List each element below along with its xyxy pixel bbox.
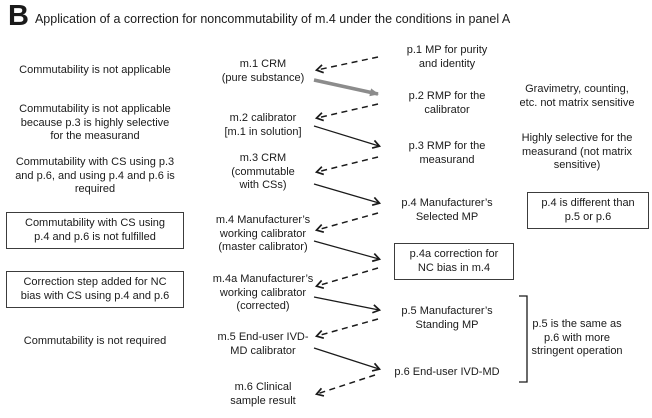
node-m5: m.5 End-user IVD- MD calibrator bbox=[217, 331, 309, 357]
left-note-commutability-not-fulfilled: Commutability with CS using p.4 and p.6 … bbox=[6, 212, 184, 250]
node-m3: m.3 CRM (commutable with CSs) bbox=[231, 152, 295, 192]
node-p6: p.6 End-user IVD-MD bbox=[394, 366, 500, 378]
node-p3: p.3 RMP for the measurand bbox=[408, 140, 486, 166]
node-p1: p.1 MP for purity and identity bbox=[406, 44, 488, 70]
panel-letter: B bbox=[8, 0, 29, 32]
node-p2: p.2 RMP for the calibrator bbox=[408, 90, 486, 116]
panel-title: B Application of a correction for noncom… bbox=[8, 0, 511, 32]
node-p4a: p.4a correction for NC bias in m.4 bbox=[394, 243, 514, 281]
right-note-gravimetry: Gravimetry, counting, etc. not matrix se… bbox=[519, 83, 635, 109]
node-m6: m.6 Clinical sample result bbox=[230, 381, 296, 407]
node-p4: p.4 Manufacturer’s Selected MP bbox=[401, 197, 493, 223]
node-m1: m.1 CRM (pure substance) bbox=[221, 58, 305, 84]
right-note-highly-selective: Highly selective for the measurand (not … bbox=[521, 132, 633, 172]
node-m4a: m.4a Manufacturer’s working calibrator (… bbox=[212, 273, 314, 313]
left-note-commutability-not-required: Commutability is not required bbox=[23, 335, 167, 347]
right-note-p4-different: p.4 is different than p.5 or p.6 bbox=[527, 192, 649, 230]
left-note-commutability-required: Commutability with CS using p.3 and p.6,… bbox=[15, 156, 175, 196]
right-note-p5-same-as-p6: p.5 is the same as p.6 with more stringe… bbox=[531, 318, 623, 358]
node-p5: p.5 Manufacturer’s Standing MP bbox=[401, 305, 493, 331]
node-m2: m.2 calibrator [m.1 in solution] bbox=[224, 112, 302, 138]
left-note-correction-step-added: Correction step added for NC bias with C… bbox=[6, 271, 184, 309]
node-m4: m.4 Manufacturer’s working calibrator (m… bbox=[215, 214, 311, 254]
left-note-commutability-not-applicable: Commutability is not applicable bbox=[19, 64, 171, 76]
left-note-not-applicable-p3-selective: Commutability is not applicable because … bbox=[19, 103, 171, 143]
panel-title-text: Application of a correction for noncommu… bbox=[34, 12, 511, 27]
